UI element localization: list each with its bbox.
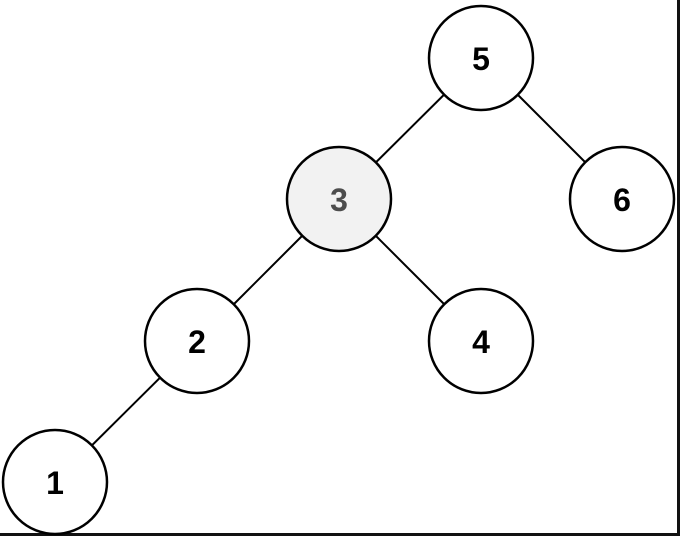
- node-label: 3: [330, 182, 348, 218]
- node-circle: [143, 287, 251, 395]
- node-circle: [427, 287, 535, 395]
- edge-n3-n4: [375, 235, 445, 305]
- tree-node-5: 5: [427, 4, 535, 112]
- tree-node-2: 2: [143, 287, 251, 395]
- tree-node-4: 4: [427, 287, 535, 395]
- node-circle: [285, 145, 393, 253]
- tree-node-1: 1: [1, 428, 109, 536]
- node-label: 6: [613, 182, 631, 218]
- node-label: 2: [188, 324, 206, 360]
- node-label: 5: [472, 41, 490, 77]
- edge-n3-n2: [233, 235, 303, 305]
- tree-node-6: 6: [568, 145, 676, 253]
- tree-node-3: 3: [285, 145, 393, 253]
- node-circle: [1, 428, 109, 536]
- edge-n5-n6: [517, 94, 586, 163]
- node-circle: [568, 145, 676, 253]
- node-label: 4: [472, 324, 490, 360]
- node-label: 1: [46, 465, 64, 501]
- node-circle: [427, 4, 535, 112]
- nodes-layer: 5 3 6 2 4 1: [1, 4, 676, 536]
- edge-n5-n3: [375, 93, 445, 164]
- edge-n2-n1: [91, 376, 161, 447]
- edges-layer: [91, 93, 586, 447]
